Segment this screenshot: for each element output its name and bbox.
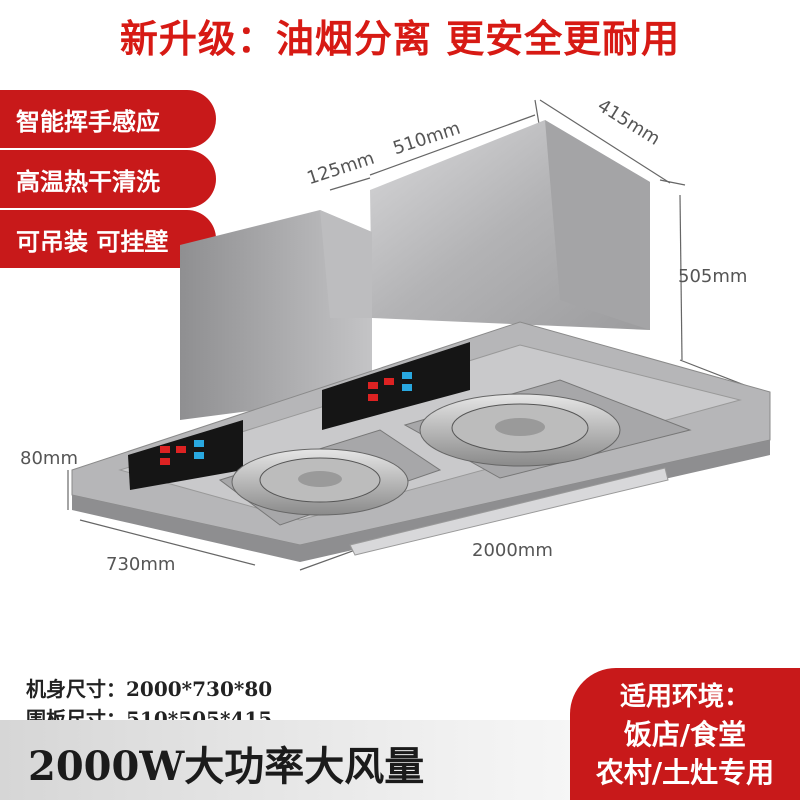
headline: 新升级：油烟分离 更安全更耐用 [119, 16, 681, 61]
range-hood-illustration [67, 99, 771, 571]
dim-2000: 2000mm [472, 540, 553, 561]
dim-80: 80mm [20, 448, 78, 469]
chimney-left [180, 210, 372, 420]
fan-left [218, 429, 442, 526]
environment-line-2: 农村/土灶专用 [595, 756, 775, 789]
fan-right [403, 379, 692, 479]
environment-line-1: 饭店/食堂 [623, 718, 747, 751]
control-panel-left [128, 420, 243, 490]
control-panel-right [322, 342, 470, 430]
environment-box: 适用环境： 饭店/食堂 农村/土灶专用 [570, 668, 800, 800]
feature-badge-clean: 高温热干清洗 [0, 150, 216, 208]
dim-730: 730mm [106, 554, 176, 575]
spec-body-size: 机身尺寸：2000*730*80 [26, 677, 273, 701]
dim-505: 505mm [678, 266, 748, 287]
power-headline: 2000W大功率大风量 [28, 743, 425, 790]
environment-title: 适用环境： [619, 682, 750, 712]
feature-badge-gesture: 智能挥手感应 [0, 90, 216, 148]
